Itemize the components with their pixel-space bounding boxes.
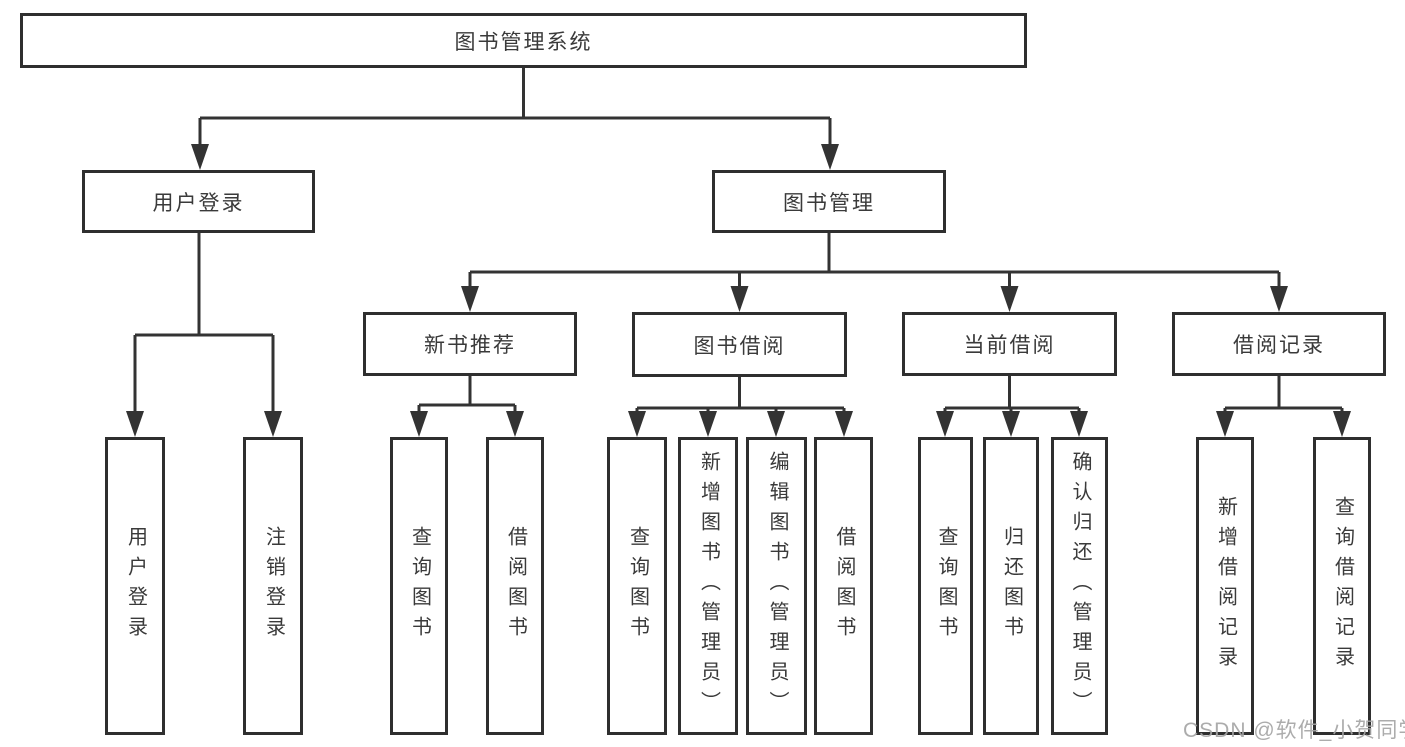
node-label: 借阅记录 <box>1233 334 1325 357</box>
leaf-user-login: 用户登录 <box>105 437 165 735</box>
node-label: 用户登录 <box>124 526 147 646</box>
node-borrow-records: 借阅记录 <box>1172 312 1386 376</box>
node-label: 借阅图书 <box>833 526 855 646</box>
leaf-edit-book-admin: 编辑图书（管理员） <box>746 437 807 735</box>
node-label: 注销登录 <box>262 526 285 646</box>
node-label: 图书管理系统 <box>454 30 593 54</box>
node-label: 查询图书 <box>935 526 957 646</box>
node-root-library-system: 图书管理系统 <box>20 13 1027 68</box>
leaf-query-books-2: 查询图书 <box>607 437 667 735</box>
node-current-borrow: 当前借阅 <box>902 312 1117 376</box>
leaf-query-books-3: 查询图书 <box>918 437 973 735</box>
leaf-borrow-books-1: 借阅图书 <box>486 437 544 735</box>
node-label: 确认归还（管理员） <box>1069 451 1091 721</box>
node-label: 用户登录 <box>152 191 245 215</box>
node-label: 编辑图书（管理员） <box>766 451 788 721</box>
arrowheads <box>126 144 1351 437</box>
node-label: 新书推荐 <box>424 334 516 357</box>
leaf-query-books-1: 查询图书 <box>390 437 448 735</box>
node-label: 图书管理 <box>783 191 875 215</box>
csdn-watermark: CSDN @软件_小贺同学 <box>1183 719 1405 742</box>
node-label: 查询图书 <box>408 526 431 646</box>
leaf-add-book-admin: 新增图书（管理员） <box>678 437 738 735</box>
leaf-query-borrow-record: 查询借阅记录 <box>1313 437 1371 735</box>
leaf-confirm-return-admin: 确认归还（管理员） <box>1051 437 1108 735</box>
node-label: 查询图书 <box>626 526 649 646</box>
node-new-book-recommend: 新书推荐 <box>363 312 577 376</box>
leaf-borrow-books-2: 借阅图书 <box>814 437 873 735</box>
node-label: 归还图书 <box>1000 526 1023 646</box>
leaf-return-book: 归还图书 <box>983 437 1039 735</box>
node-user-login: 用户登录 <box>82 170 315 233</box>
node-label: 新增图书（管理员） <box>697 451 720 721</box>
node-book-management: 图书管理 <box>712 170 946 233</box>
node-label: 借阅图书 <box>504 526 527 646</box>
node-label: 新增借阅记录 <box>1214 496 1237 676</box>
node-book-borrow: 图书借阅 <box>632 312 847 377</box>
node-label: 当前借阅 <box>963 334 1056 357</box>
leaf-add-borrow-record: 新增借阅记录 <box>1196 437 1254 735</box>
node-label: 图书借阅 <box>693 334 786 358</box>
leaf-logout: 注销登录 <box>243 437 303 735</box>
node-label: 查询借阅记录 <box>1331 496 1354 676</box>
